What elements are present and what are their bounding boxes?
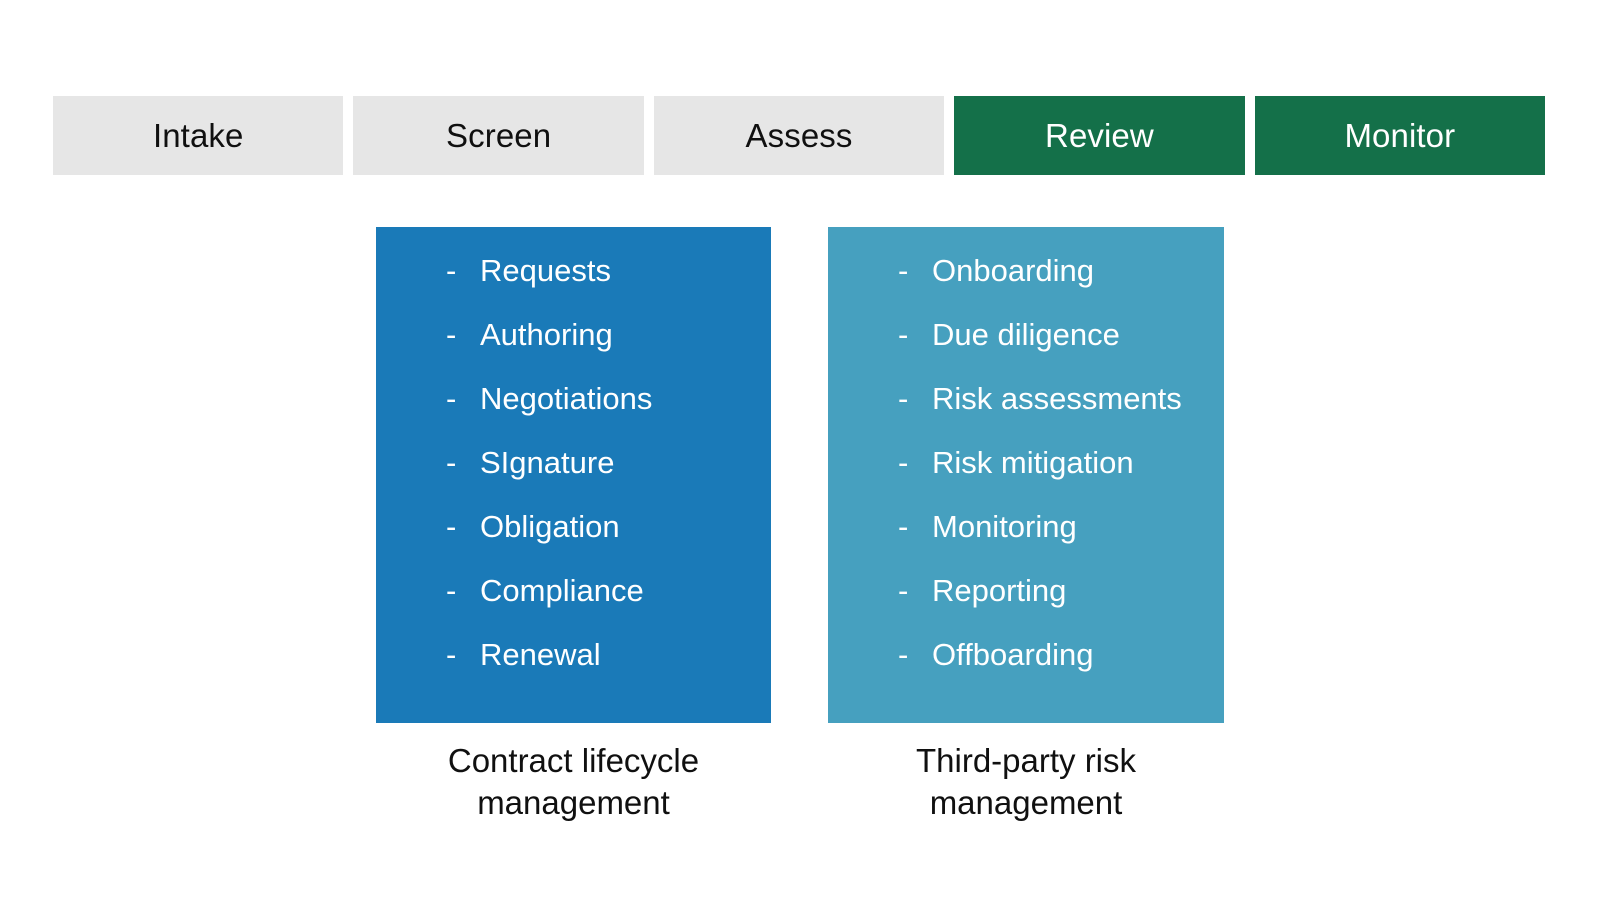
stage-chip-assess[interactable]: Assess — [653, 96, 945, 175]
dash-bullet-icon: - — [446, 445, 457, 480]
panel-third-party-risk-management: - Onboarding - Due diligence - Risk asse… — [828, 227, 1224, 723]
dash-bullet-icon: - — [446, 573, 457, 608]
list-item-label: Due diligence — [932, 317, 1120, 352]
stage-chip-review[interactable]: Review — [954, 96, 1245, 175]
list-item: - Offboarding — [898, 639, 1224, 703]
list-item: - Due diligence — [898, 319, 1224, 383]
list-item: - Renewal — [446, 639, 771, 703]
list-item: - Monitoring — [898, 511, 1224, 575]
dash-bullet-icon: - — [898, 381, 909, 416]
caption-contract-lifecycle-management: Contract lifecycle management — [376, 740, 771, 823]
dash-bullet-icon: - — [446, 253, 457, 288]
stage-tab-row: Intake Screen Assess Review Monitor — [53, 96, 1546, 175]
list-item-label: Requests — [480, 253, 611, 288]
list-item-label: Authoring — [480, 317, 613, 352]
dash-bullet-icon: - — [446, 381, 457, 416]
caption-line-2: management — [477, 783, 670, 821]
clm-item-list: - Requests - Authoring - Negotiations - … — [376, 255, 771, 703]
dash-bullet-icon: - — [446, 637, 457, 672]
dash-bullet-icon: - — [898, 445, 909, 480]
list-item: - Authoring — [446, 319, 771, 383]
list-item-label: Renewal — [480, 637, 601, 672]
list-item: - Obligation — [446, 511, 771, 575]
stage-chip-label: Review — [1045, 117, 1154, 154]
dash-bullet-icon: - — [898, 509, 909, 544]
list-item: - Compliance — [446, 575, 771, 639]
caption-line-1: Contract lifecycle — [447, 742, 700, 779]
list-item-label: Offboarding — [932, 637, 1094, 672]
dash-bullet-icon: - — [898, 637, 909, 672]
list-item-label: SIgnature — [480, 445, 615, 480]
panel-contract-lifecycle-management: - Requests - Authoring - Negotiations - … — [376, 227, 771, 723]
list-item-label: Compliance — [480, 573, 644, 608]
list-item: - Risk mitigation — [898, 447, 1224, 511]
list-item: - Negotiations — [446, 383, 771, 447]
stage-chip-label: Screen — [446, 117, 552, 154]
list-item-label: Monitoring — [932, 509, 1077, 544]
stage-chip-screen[interactable]: Screen — [353, 96, 644, 175]
list-item-label: Risk assessments — [932, 381, 1182, 416]
list-item: - Requests — [446, 255, 771, 319]
list-item-label: Negotiations — [480, 381, 653, 416]
dash-bullet-icon: - — [446, 317, 457, 352]
list-item: - Risk assessments — [898, 383, 1224, 447]
list-item: - SIgnature — [446, 447, 771, 511]
list-item: - Reporting — [898, 575, 1224, 639]
list-item-label: Obligation — [480, 509, 620, 544]
stage-chip-monitor[interactable]: Monitor — [1254, 96, 1546, 175]
caption-line-1: Third-party risk — [915, 742, 1137, 779]
caption-third-party-risk-management: Third-party risk management — [828, 740, 1224, 823]
stage-chip-label: Assess — [745, 117, 853, 154]
list-item-label: Risk mitigation — [932, 445, 1134, 480]
stage-chip-label: Monitor — [1344, 117, 1456, 154]
dash-bullet-icon: - — [898, 317, 909, 352]
list-item-label: Reporting — [932, 573, 1067, 608]
tprm-item-list: - Onboarding - Due diligence - Risk asse… — [828, 255, 1224, 703]
dash-bullet-icon: - — [898, 253, 909, 288]
stage-chip-intake[interactable]: Intake — [53, 96, 344, 175]
list-item: - Onboarding — [898, 255, 1224, 319]
list-item-label: Onboarding — [932, 253, 1095, 288]
dash-bullet-icon: - — [898, 573, 909, 608]
caption-line-2: management — [929, 783, 1123, 821]
dash-bullet-icon: - — [446, 509, 457, 544]
stage-chip-label: Intake — [152, 117, 244, 154]
